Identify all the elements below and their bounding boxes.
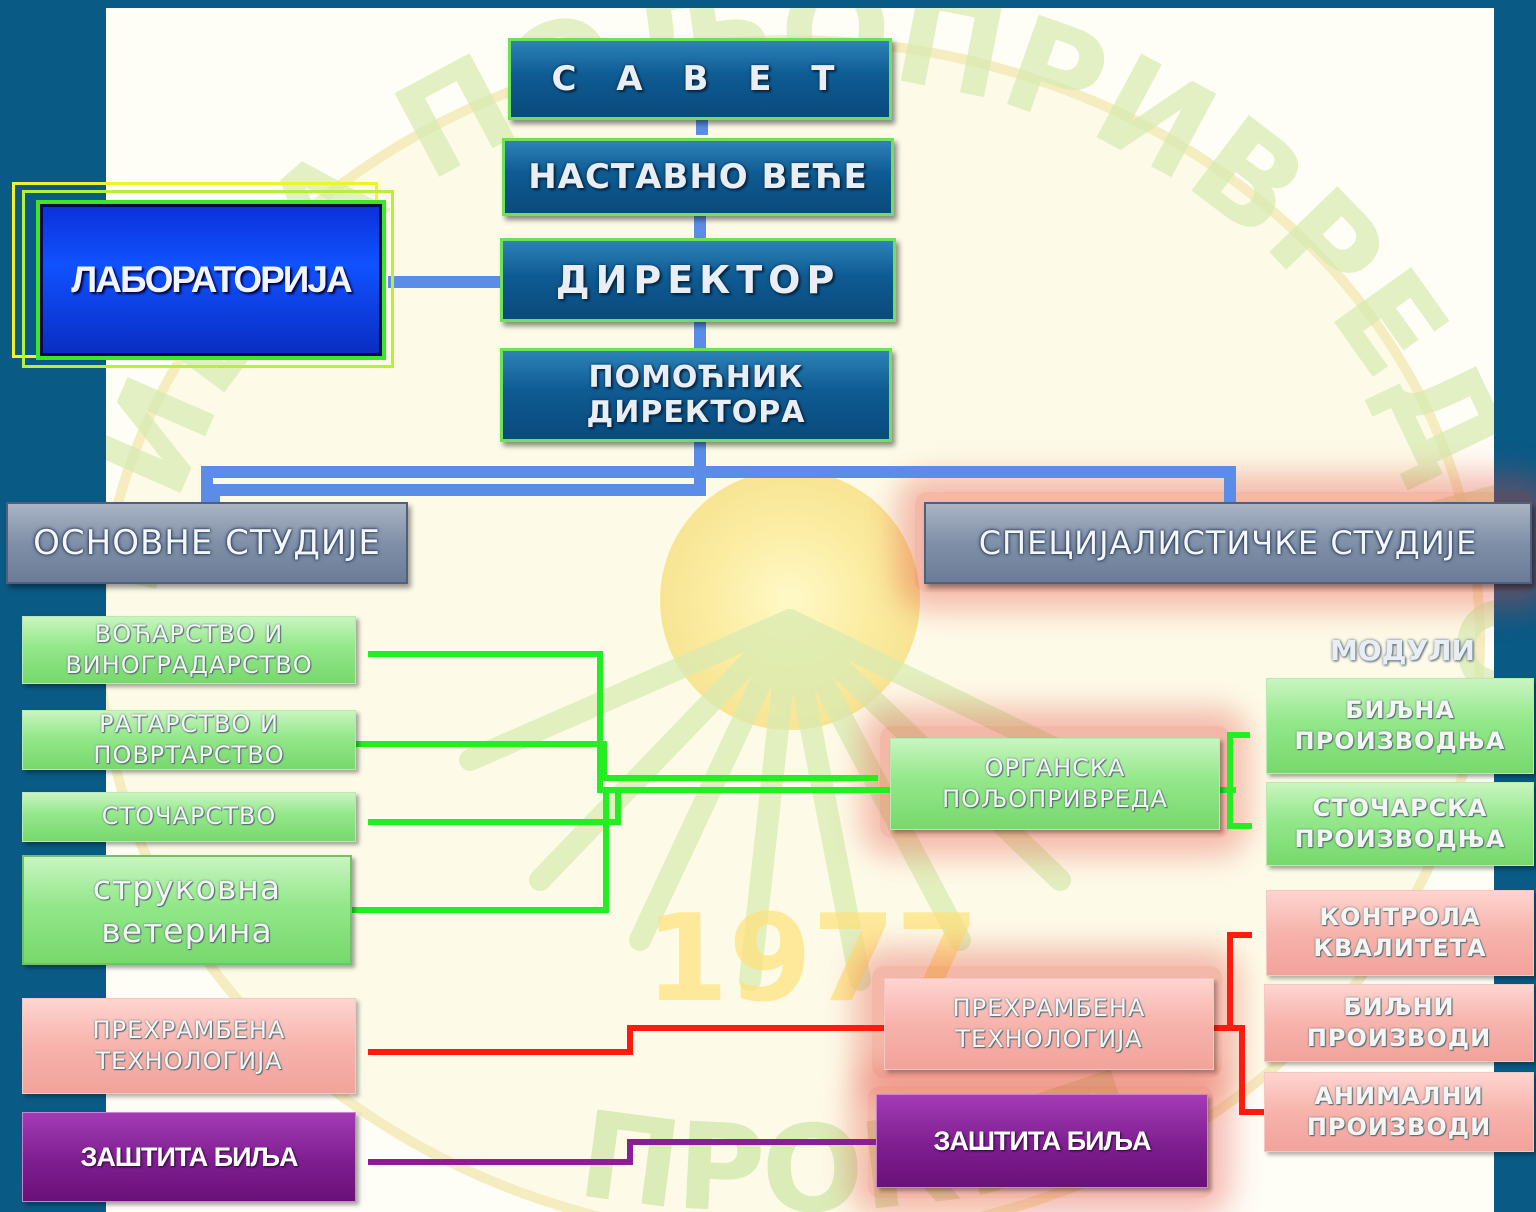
specialist-program-label: ТЕХНОЛОГИЈА xyxy=(955,1025,1143,1053)
basic-studies-box: ОСНОВНЕ СТУДИЈЕ xyxy=(6,502,408,584)
assistant-director-line1: ПОМОЋНИК xyxy=(588,360,804,395)
module-livestock-production: СТОЧАРСКА ПРОИЗВОДЊА xyxy=(1266,782,1534,866)
module-animal-products: АНИМАЛНИ ПРОИЗВОДИ xyxy=(1264,1072,1534,1152)
module-label: ПРОИЗВОДЊА xyxy=(1294,825,1506,853)
module-label: АНИМАЛНИ xyxy=(1314,1081,1484,1110)
basic-program-label: струковна xyxy=(92,868,282,908)
teaching-council-box: НАСТАВНО ВЕЋЕ xyxy=(502,138,894,216)
basic-program-label: ЗАШТИТА БИЉА xyxy=(80,1141,298,1172)
specialist-program-label: ПОЉОПРИВРЕДА xyxy=(942,785,1168,813)
assistant-director-line2: ДИРЕКТОРА xyxy=(586,395,806,430)
teaching-council-label: НАСТАВНО ВЕЋЕ xyxy=(528,157,868,197)
basic-program-field-vegetable: РАТАРСТВО И ПОВРТАРСТВО xyxy=(22,710,356,770)
basic-program-fruit-viticulture: ВОЋАРСТВО И ВИНОГРАДАРСТВО xyxy=(22,616,356,684)
board-label: С А В Е Т xyxy=(551,59,849,99)
specialist-studies-box: СПЕЦИЈАЛИСТИЧКЕ СТУДИЈЕ xyxy=(924,502,1532,584)
basic-program-plant-protection: ЗАШТИТА БИЉА xyxy=(22,1112,356,1202)
assistant-director-box: ПОМОЋНИК ДИРЕКТОРА xyxy=(500,348,892,442)
basic-program-livestock: СТОЧАРСТВО xyxy=(22,792,356,842)
basic-program-label: ВИНОГРАДАРСТВО xyxy=(65,651,313,679)
basic-program-food-technology: ПРЕХРАМБЕНА ТЕХНОЛОГИЈА xyxy=(22,998,356,1094)
laboratory-box: ЛАБОРАТОРИЈА xyxy=(36,200,386,360)
basic-program-label: СТОЧАРСТВО xyxy=(101,802,277,831)
basic-program-label: ветерина xyxy=(101,911,273,950)
module-quality-control: КОНТРОЛА КВАЛИТЕТА xyxy=(1266,890,1534,976)
basic-program-veterinary: струковна ветерина xyxy=(22,855,352,965)
specialist-program-label: ПРЕХРАМБЕНА xyxy=(952,993,1146,1022)
basic-program-label: ВОЋАРСТВО И xyxy=(94,619,284,648)
basic-program-label: ТЕХНОЛОГИЈА xyxy=(95,1047,283,1075)
basic-studies-label: ОСНОВНЕ СТУДИЈЕ xyxy=(33,523,381,563)
module-label: ПРОИЗВОДИ xyxy=(1306,1024,1492,1052)
module-plant-products: БИЉНИ ПРОИЗВОДИ xyxy=(1264,984,1534,1062)
basic-program-label: ПОВРТАРСТВО xyxy=(93,741,285,769)
module-label: СТОЧАРСКА xyxy=(1312,793,1488,822)
specialist-program-label: ЗАШТИТА БИЉА xyxy=(933,1125,1151,1156)
specialist-program-food-technology: ПРЕХРАМБЕНА ТЕХНОЛОГИЈА xyxy=(884,978,1214,1070)
modules-title: МОДУЛИ xyxy=(1330,634,1475,667)
laboratory-frame-lime xyxy=(22,190,394,368)
director-label: ДИРЕКТОР xyxy=(555,258,841,302)
module-label: БИЉНА xyxy=(1345,695,1455,724)
director-box: ДИРЕКТОР xyxy=(500,238,896,322)
module-label: КВАЛИТЕТА xyxy=(1313,934,1487,962)
board-box: С А В Е Т xyxy=(508,38,892,120)
module-label: КОНТРОЛА xyxy=(1319,902,1481,931)
basic-program-label: ПРЕХРАМБЕНА xyxy=(92,1015,286,1044)
module-label: БИЉНИ xyxy=(1343,992,1455,1021)
specialist-program-organic-agriculture: ОРГАНСКА ПОЉОПРИВРЕДА xyxy=(890,738,1220,830)
basic-program-label: РАТАРСТВО И xyxy=(99,709,279,738)
specialist-program-label: ОРГАНСКА xyxy=(984,753,1126,782)
specialist-program-plant-protection: ЗАШТИТА БИЉА xyxy=(876,1094,1208,1188)
specialist-studies-label: СПЕЦИЈАЛИСТИЧКЕ СТУДИЈЕ xyxy=(978,524,1478,562)
module-label: ПРОИЗВОДЊА xyxy=(1294,727,1506,755)
module-plant-production: БИЉНА ПРОИЗВОДЊА xyxy=(1266,678,1534,774)
module-label: ПРОИЗВОДИ xyxy=(1306,1113,1492,1141)
laboratory-label: ЛАБОРАТОРИЈА xyxy=(71,259,352,300)
